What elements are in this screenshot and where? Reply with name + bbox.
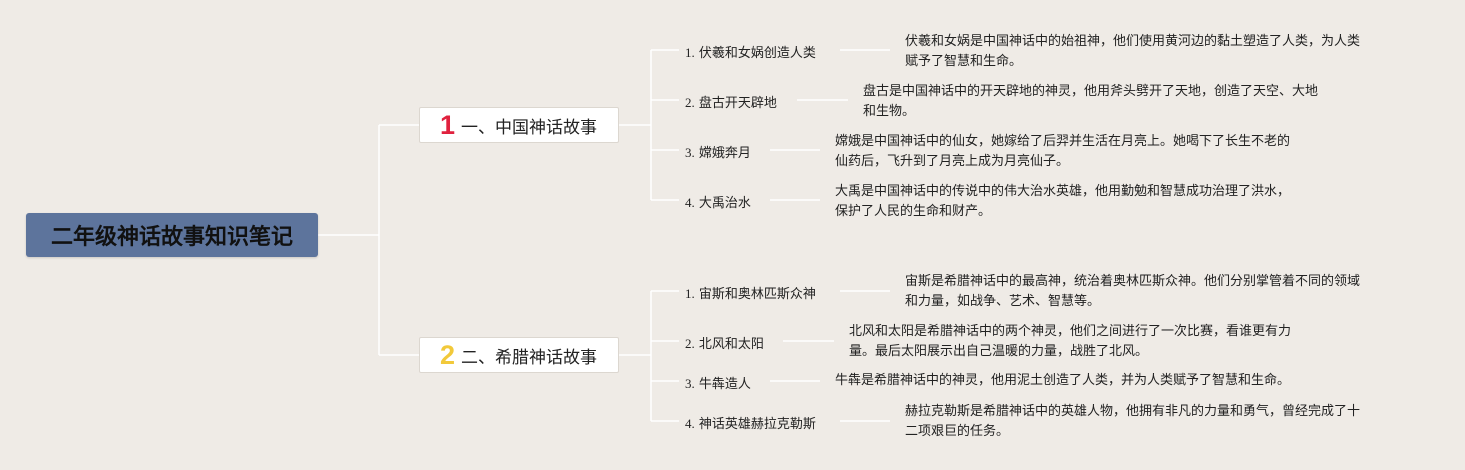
leaf-index: 1. — [685, 45, 695, 60]
description-line: 盘古是中国神话中的开天辟地的神灵，他用斧头劈开了天地，创造了天空、大地 — [863, 84, 1319, 99]
leaf-node[interactable]: 2. 北风和太阳 — [685, 333, 764, 352]
description-line: 宙斯是希腊神话中的最高神，统治着奥林匹斯众神。他们分别掌管着不同的领域 — [905, 274, 1361, 289]
number-two-icon: 2 — [440, 339, 456, 370]
leaf-description: 伏羲和女娲是中国神话中的始祖神，他们使用黄河边的黏土塑造了人类，为人类 赋予了智… — [905, 32, 1360, 72]
branch-node-china[interactable]: 1 一、中国神话故事 — [419, 107, 619, 143]
description-line: 和力量，如战争、艺术、智慧等。 — [905, 294, 1101, 309]
leaf-description: 牛犇是希腊神话中的神灵，他用泥土创造了人类，并为人类赋予了智慧和生命。 — [835, 371, 1290, 391]
leaf-title: 盘古开天辟地 — [698, 96, 777, 111]
root-node[interactable]: 二年级神话故事知识笔记 — [26, 213, 318, 257]
leaf-node[interactable]: 4. 神话英雄赫拉克勒斯 — [685, 413, 816, 432]
leaf-index: 4. — [685, 195, 695, 210]
leaf-index: 3. — [685, 376, 695, 391]
branch-node-greece[interactable]: 2 二、希腊神话故事 — [419, 337, 619, 373]
leaf-title: 神话英雄赫拉克勒斯 — [698, 417, 816, 432]
description-line: 和生物。 — [863, 104, 916, 119]
description-line: 二项艰巨的任务。 — [905, 424, 1010, 439]
leaf-title: 北风和太阳 — [698, 337, 764, 352]
leaf-description: 赫拉克勒斯是希腊神话中的英雄人物，他拥有非凡的力量和勇气，曾经完成了十 二项艰巨… — [905, 402, 1360, 442]
description-line: 保护了人民的生命和财产。 — [835, 204, 992, 219]
leaf-node[interactable]: 2. 盘古开天辟地 — [685, 92, 777, 111]
leaf-node[interactable]: 1. 伏羲和女娲创造人类 — [685, 42, 816, 61]
description-line: 赫拉克勒斯是希腊神话中的英雄人物，他拥有非凡的力量和勇气，曾经完成了十 — [905, 404, 1361, 419]
leaf-index: 2. — [685, 95, 695, 110]
leaf-node[interactable]: 3. 嫦娥奔月 — [685, 142, 751, 161]
description-line: 北风和太阳是希腊神话中的两个神灵，他们之间进行了一次比赛，看谁更有力 — [849, 324, 1292, 339]
leaf-description: 盘古是中国神话中的开天辟地的神灵，他用斧头劈开了天地，创造了天空、大地 和生物。 — [863, 82, 1318, 122]
leaf-title: 嫦娥奔月 — [698, 146, 751, 161]
leaf-index: 4. — [685, 416, 695, 431]
description-line: 赋予了智慧和生命。 — [905, 54, 1023, 69]
leaf-index: 1. — [685, 286, 695, 301]
leaf-index: 3. — [685, 145, 695, 160]
description-line: 大禹是中国神话中的传说中的伟大治水英雄，他用勤勉和智慧成功治理了洪水， — [835, 184, 1291, 199]
branch-label: 一、中国神话故事 — [461, 117, 598, 138]
leaf-node[interactable]: 4. 大禹治水 — [685, 192, 751, 211]
leaf-title: 大禹治水 — [698, 196, 751, 211]
description-line: 仙药后，飞升到了月亮上成为月亮仙子。 — [835, 154, 1070, 169]
leaf-description: 宙斯是希腊神话中的最高神，统治着奥林匹斯众神。他们分别掌管着不同的领域 和力量，… — [905, 272, 1360, 312]
branch-label: 二、希腊神话故事 — [461, 347, 598, 368]
description-line: 伏羲和女娲是中国神话中的始祖神，他们使用黄河边的黏土塑造了人类，为人类 — [905, 34, 1361, 49]
description-line: 量。最后太阳展示出自己温暖的力量，战胜了北风。 — [849, 344, 1149, 359]
leaf-description: 大禹是中国神话中的传说中的伟大治水英雄，他用勤勉和智慧成功治理了洪水， 保护了人… — [835, 182, 1290, 222]
leaf-description: 嫦娥是中国神话中的仙女，她嫁给了后羿并生活在月亮上。她喝下了长生不老的 仙药后，… — [835, 132, 1290, 172]
number-one-icon: 1 — [440, 109, 456, 140]
leaf-title: 宙斯和奥林匹斯众神 — [698, 287, 816, 302]
leaf-description: 北风和太阳是希腊神话中的两个神灵，他们之间进行了一次比赛，看谁更有力 量。最后太… — [849, 322, 1291, 362]
leaf-index: 2. — [685, 336, 695, 351]
leaf-title: 伏羲和女娲创造人类 — [698, 46, 816, 61]
leaf-node[interactable]: 3. 牛犇造人 — [685, 373, 751, 392]
description-line: 牛犇是希腊神话中的神灵，他用泥土创造了人类，并为人类赋予了智慧和生命。 — [835, 373, 1291, 388]
description-line: 嫦娥是中国神话中的仙女，她嫁给了后羿并生活在月亮上。她喝下了长生不老的 — [835, 134, 1291, 149]
leaf-title: 牛犇造人 — [698, 377, 751, 392]
leaf-node[interactable]: 1. 宙斯和奥林匹斯众神 — [685, 283, 816, 302]
